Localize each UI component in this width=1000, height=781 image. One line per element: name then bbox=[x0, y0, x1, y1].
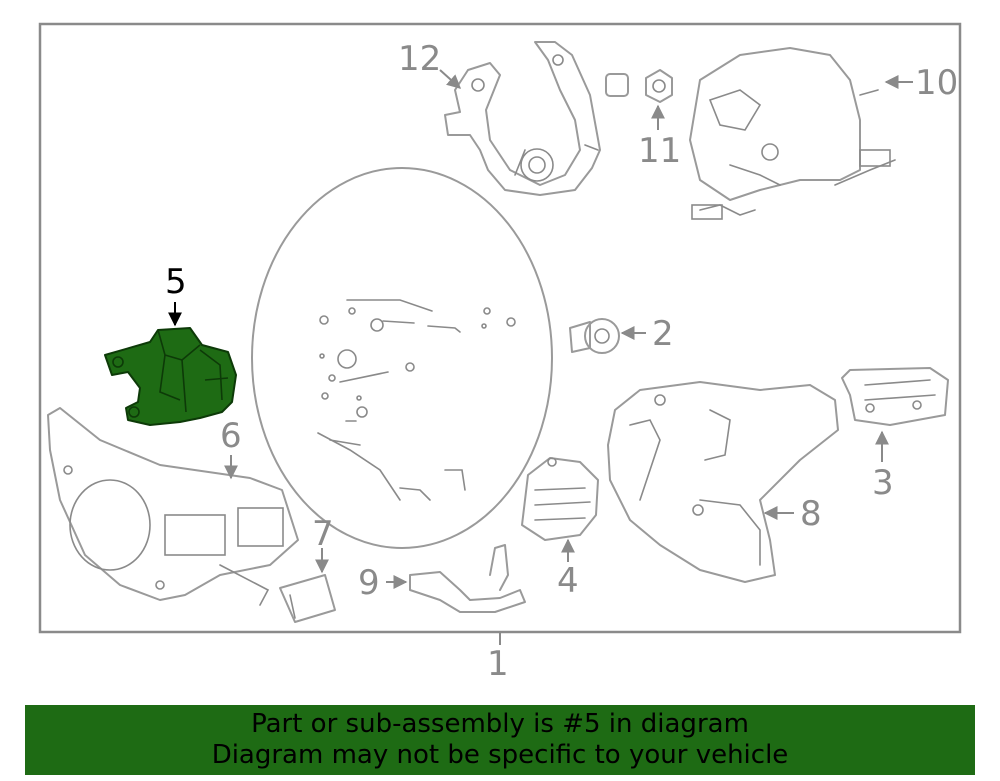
callout-8: 8 bbox=[800, 494, 822, 534]
part-4-module bbox=[521, 457, 599, 562]
notice-line-2: Diagram may not be specific to your vehi… bbox=[211, 740, 789, 770]
notice-banner: Part or sub-assembly is #5 in diagram Di… bbox=[25, 705, 975, 775]
part-6-trim-cover bbox=[47, 407, 299, 606]
part-12-bracket bbox=[439, 41, 601, 196]
callout-7: 7 bbox=[312, 514, 334, 554]
callout-1: 1 bbox=[487, 644, 509, 684]
callout-6: 6 bbox=[220, 416, 242, 456]
notice-line-1: Part or sub-assembly is #5 in diagram bbox=[251, 709, 749, 739]
callout-5: 5 bbox=[165, 262, 187, 302]
part-11-nut bbox=[605, 69, 673, 130]
part-1-steering-wheel bbox=[251, 167, 553, 549]
callout-2: 2 bbox=[652, 314, 674, 354]
part-9-harness bbox=[386, 544, 526, 613]
part-10-airbag-module bbox=[689, 47, 913, 220]
callout-10: 10 bbox=[915, 63, 958, 103]
part-7-cap bbox=[279, 548, 336, 623]
parts-diagram: 1 12 1 bbox=[38, 22, 962, 684]
callout-11: 11 bbox=[638, 131, 681, 171]
callout-3: 3 bbox=[872, 463, 894, 503]
callout-9: 9 bbox=[358, 563, 380, 603]
part-2-screw bbox=[569, 318, 646, 354]
part-5-highlighted bbox=[104, 302, 237, 426]
callout-12: 12 bbox=[398, 39, 441, 79]
callout-4: 4 bbox=[557, 561, 579, 601]
part-8-rear-cover bbox=[607, 381, 839, 583]
part-3-switch bbox=[841, 367, 949, 462]
